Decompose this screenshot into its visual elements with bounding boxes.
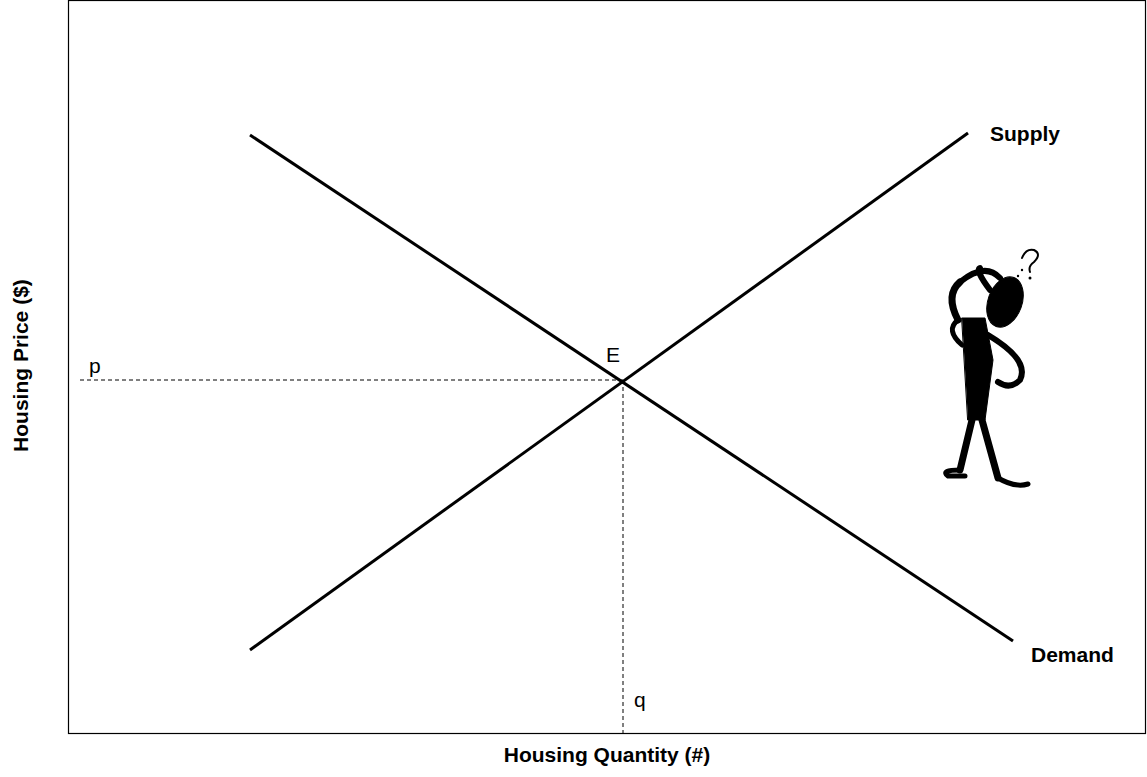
curve-label: Supply	[990, 122, 1060, 145]
plot-frame	[69, 1, 1146, 734]
thinking-figure	[946, 250, 1038, 485]
quantity-guide	[623, 380, 624, 733]
demand-curve	[250, 135, 1013, 641]
price-label: p	[89, 354, 101, 377]
supply-curve	[250, 133, 968, 650]
axis-title: Housing Quantity (#)	[504, 743, 711, 766]
axis-title: Housing Price ($)	[8, 280, 31, 453]
price-guide	[80, 380, 623, 381]
quantity-label: q	[634, 688, 646, 711]
curve-label: Demand	[1031, 643, 1114, 666]
equilibrium-label: E	[606, 343, 620, 366]
